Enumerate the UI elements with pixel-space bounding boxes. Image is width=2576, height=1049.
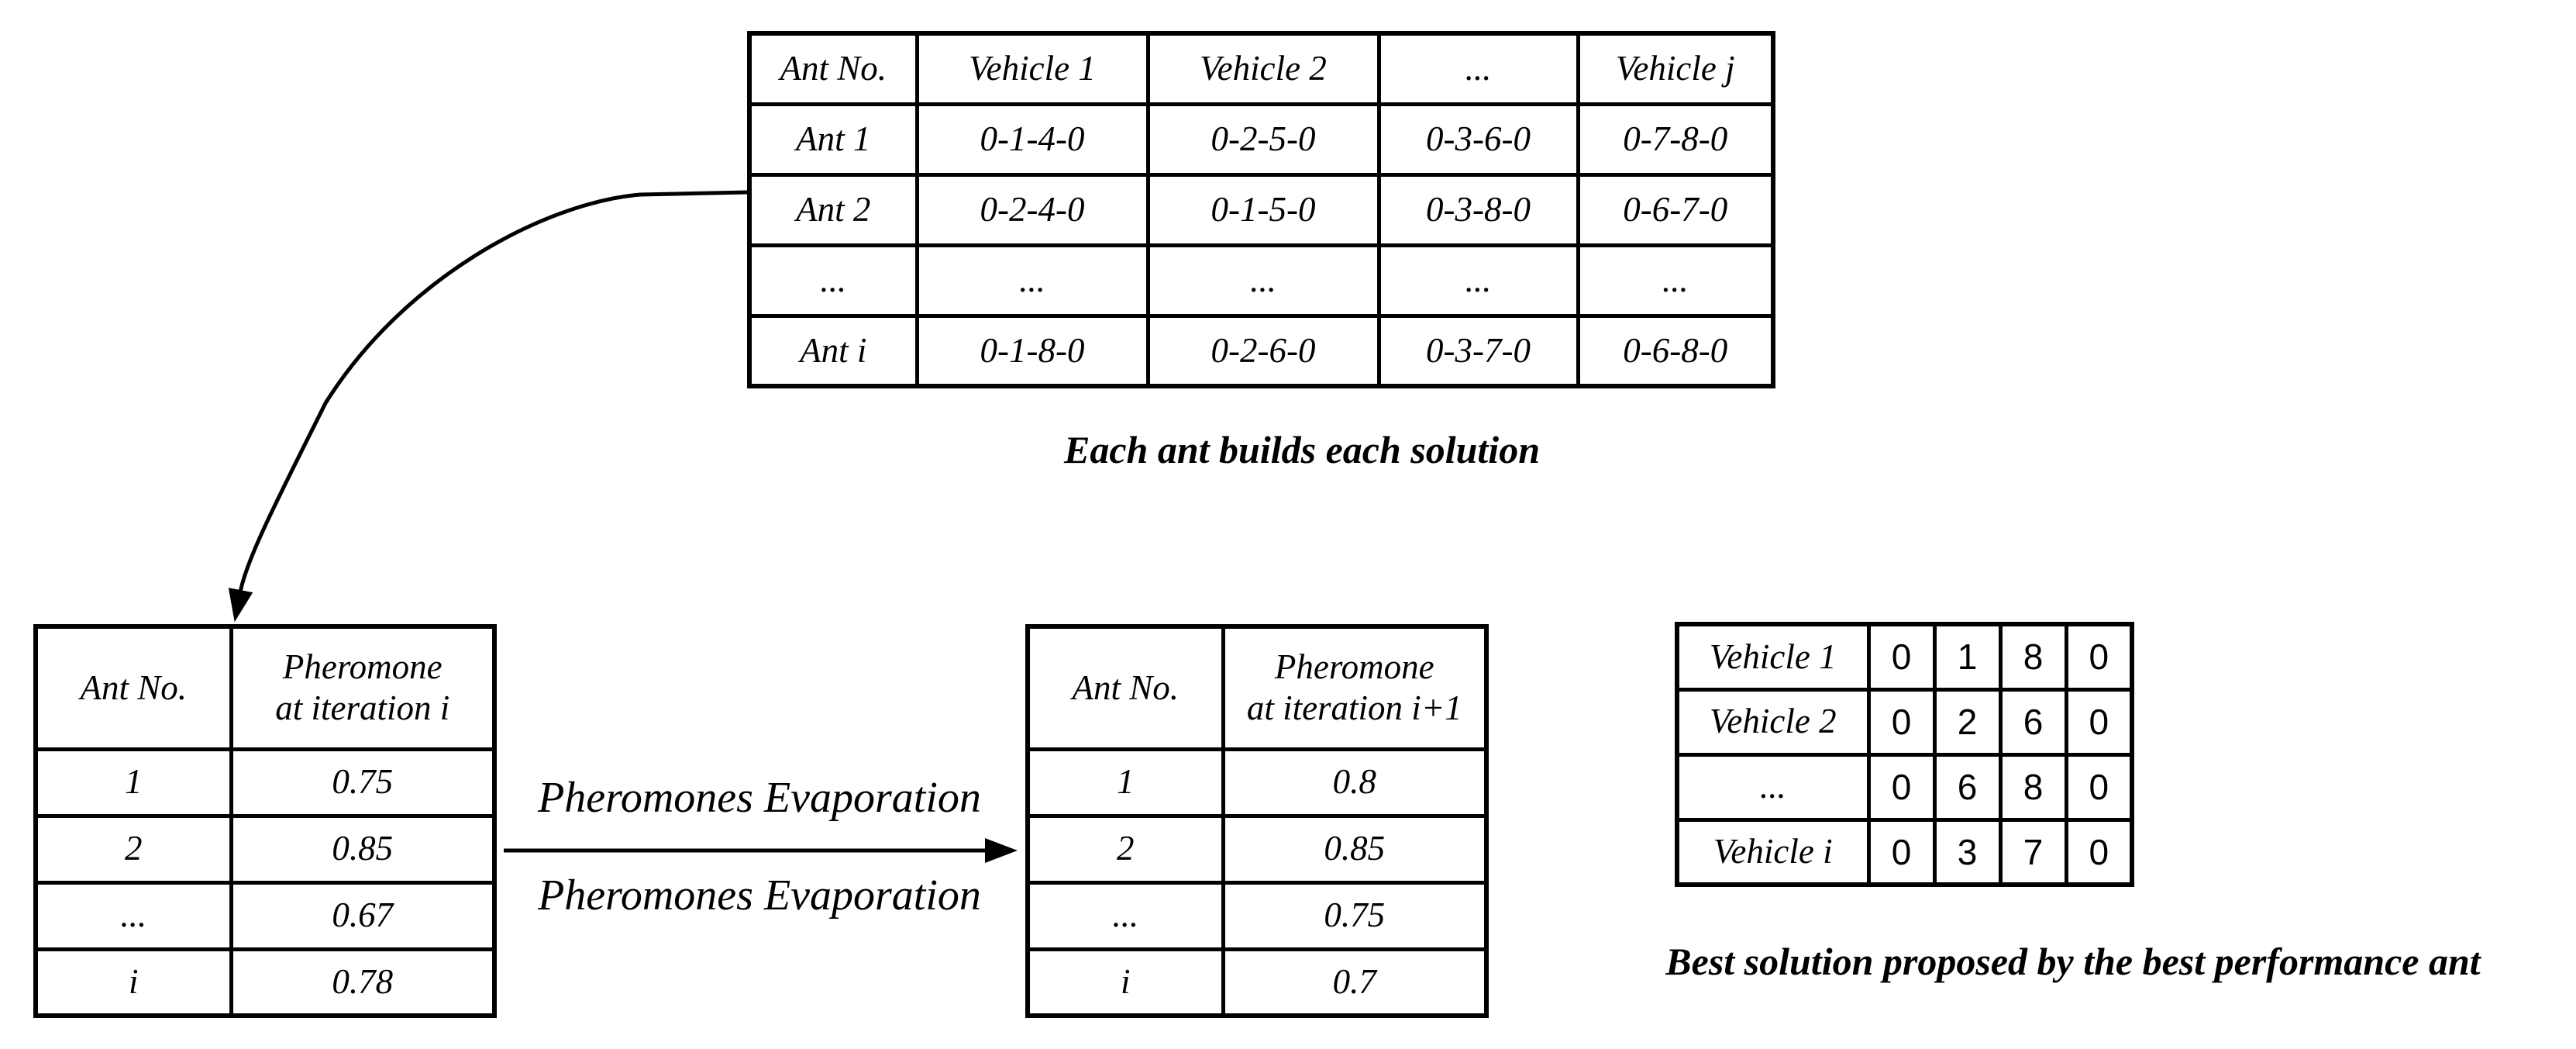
solutions-row: Ant i 0-1-8-0 0-2-6-0 0-3-7-0 0-6-8-0 — [747, 313, 1775, 388]
vehicle-label-cell: Vehicle 1 — [1675, 622, 1871, 692]
route-node-cell: 1 — [1932, 622, 2003, 692]
ant-number-cell: 2 — [33, 813, 233, 885]
pheromone-header-row: Ant No. Pheromone at iteration i+1 — [1025, 624, 1489, 751]
route-cell: ... — [1145, 243, 1381, 318]
route-node-cell: 0 — [2064, 817, 2134, 887]
pheromone-value-cell: 0.75 — [229, 747, 497, 818]
solutions-header-cell: Vehicle j — [1576, 31, 1775, 106]
evaporation-label-bottom: Pheromones Evaporation — [538, 871, 981, 920]
vehicle-label-cell: Vehicle i — [1675, 817, 1871, 887]
best-solution-row: ... 0 6 8 0 — [1675, 752, 2134, 822]
vehicle-label-cell: ... — [1675, 752, 1871, 822]
pheromone-header-row: Ant No. Pheromone at iteration i — [33, 624, 497, 751]
pheromone-row: 2 0.85 — [33, 813, 497, 885]
build-solution-arrow — [228, 190, 748, 623]
best-solution-row: Vehicle 1 0 1 8 0 — [1675, 622, 2134, 692]
ant-label-cell: ... — [747, 243, 919, 318]
route-node-cell: 2 — [1932, 687, 2003, 757]
best-solution-row: Vehicle i 0 3 7 0 — [1675, 817, 2134, 887]
solutions-row: Ant 2 0-2-4-0 0-1-5-0 0-3-8-0 0-6-7-0 — [747, 172, 1775, 247]
pheromone-row: 1 0.75 — [33, 747, 497, 818]
route-cell: 0-2-6-0 — [1145, 313, 1381, 388]
pheromone-row: ... 0.75 — [1025, 880, 1489, 951]
solutions-row: Ant 1 0-1-4-0 0-2-5-0 0-3-6-0 0-7-8-0 — [747, 102, 1775, 177]
pheromone-value-cell: 0.67 — [229, 880, 497, 951]
ant-number-cell: 1 — [1025, 747, 1225, 818]
evaporation-label-top: Pheromones Evaporation — [538, 774, 981, 822]
pheromone-header-cell: Pheromone at iteration i+1 — [1221, 624, 1489, 751]
ant-number-cell: i — [1025, 947, 1225, 1018]
ant-number-cell: 1 — [33, 747, 233, 818]
route-node-cell: 3 — [1932, 817, 2003, 887]
ant-label-cell: Ant i — [747, 313, 919, 388]
route-node-cell: 0 — [1866, 687, 1937, 757]
best-solution-table: Vehicle 1 0 1 8 0 Vehicle 2 0 2 6 0 ... … — [1675, 622, 2134, 887]
route-node-cell: 8 — [1998, 752, 2068, 822]
pheromone-value-cell: 0.7 — [1221, 947, 1489, 1018]
route-cell: 0-6-8-0 — [1576, 313, 1775, 388]
route-node-cell: 8 — [1998, 622, 2068, 692]
pheromone-value-cell: 0.8 — [1221, 747, 1489, 818]
ant-number-cell: 2 — [1025, 813, 1225, 885]
route-node-cell: 0 — [2064, 752, 2134, 822]
pheromone-header-cell: Pheromone at iteration i — [229, 624, 497, 751]
ant-number-cell: ... — [1025, 880, 1225, 951]
route-cell: ... — [914, 243, 1150, 318]
route-cell: 0-6-7-0 — [1576, 172, 1775, 247]
best-solution-row: Vehicle 2 0 2 6 0 — [1675, 687, 2134, 757]
ant-number-cell: ... — [33, 880, 233, 951]
route-node-cell: 0 — [2064, 687, 2134, 757]
route-node-cell: 0 — [1866, 752, 1937, 822]
solutions-header-cell: ... — [1376, 31, 1580, 106]
route-cell: ... — [1376, 243, 1580, 318]
route-cell: 0-1-4-0 — [914, 102, 1150, 177]
route-node-cell: 6 — [1932, 752, 2003, 822]
route-cell: 0-1-8-0 — [914, 313, 1150, 388]
route-cell: 0-3-8-0 — [1376, 172, 1580, 247]
pheromone-value-cell: 0.85 — [1221, 813, 1489, 885]
solutions-header-cell: Ant No. — [747, 31, 919, 106]
route-node-cell: 0 — [1866, 817, 1937, 887]
ant-number-cell: i — [33, 947, 233, 1018]
route-node-cell: 0 — [2064, 622, 2134, 692]
ant-label-cell: Ant 2 — [747, 172, 919, 247]
route-cell: 0-2-4-0 — [914, 172, 1150, 247]
pheromone-iteration-i1-table: Ant No. Pheromone at iteration i+1 1 0.8… — [1025, 624, 1489, 1018]
route-cell: 0-3-7-0 — [1376, 313, 1580, 388]
solutions-header-cell: Vehicle 1 — [914, 31, 1150, 106]
pheromone-row: i 0.7 — [1025, 947, 1489, 1018]
solutions-row: ... ... ... ... ... — [747, 243, 1775, 318]
route-cell: 0-2-5-0 — [1145, 102, 1381, 177]
pheromone-header-cell: Ant No. — [1025, 624, 1225, 751]
solutions-header-row: Ant No. Vehicle 1 Vehicle 2 ... Vehicle … — [747, 31, 1775, 106]
vehicle-label-cell: Vehicle 2 — [1675, 687, 1871, 757]
route-node-cell: 7 — [1998, 817, 2068, 887]
route-cell: ... — [1576, 243, 1775, 318]
pheromone-value-cell: 0.85 — [229, 813, 497, 885]
pheromone-row: 2 0.85 — [1025, 813, 1489, 885]
route-cell: 0-1-5-0 — [1145, 172, 1381, 247]
route-node-cell: 6 — [1998, 687, 2068, 757]
pheromone-header-cell: Ant No. — [33, 624, 233, 751]
route-node-cell: 0 — [1866, 622, 1937, 692]
best-solution-caption: Best solution proposed by the best perfo… — [1665, 940, 2481, 983]
solutions-caption: Each ant builds each solution — [1063, 428, 1541, 471]
pheromone-iteration-i-table: Ant No. Pheromone at iteration i 1 0.75 … — [33, 624, 497, 1018]
pheromone-value-cell: 0.75 — [1221, 880, 1489, 951]
ant-label-cell: Ant 1 — [747, 102, 919, 177]
solutions-table: Ant No. Vehicle 1 Vehicle 2 ... Vehicle … — [747, 31, 1775, 388]
pheromone-row: ... 0.67 — [33, 880, 497, 951]
pheromone-row: i 0.78 — [33, 947, 497, 1018]
route-cell: 0-3-6-0 — [1376, 102, 1580, 177]
pheromone-value-cell: 0.78 — [229, 947, 497, 1018]
pheromone-row: 1 0.8 — [1025, 747, 1489, 818]
route-cell: 0-7-8-0 — [1576, 102, 1775, 177]
solutions-header-cell: Vehicle 2 — [1145, 31, 1381, 106]
